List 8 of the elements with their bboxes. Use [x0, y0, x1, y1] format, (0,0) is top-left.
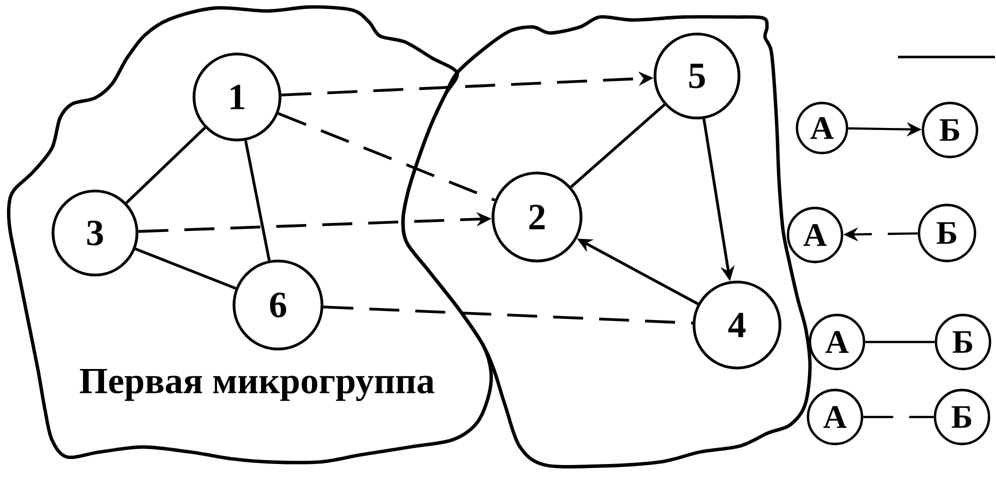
connector-line	[570, 104, 666, 188]
connector-line	[244, 140, 271, 261]
connector-line	[125, 126, 206, 204]
dashed-connector-line	[323, 306, 693, 324]
connector-line	[865, 340, 935, 344]
connector-line	[134, 248, 236, 290]
dashed-connector-line	[863, 416, 934, 418]
dashed-connector-line	[278, 112, 496, 202]
